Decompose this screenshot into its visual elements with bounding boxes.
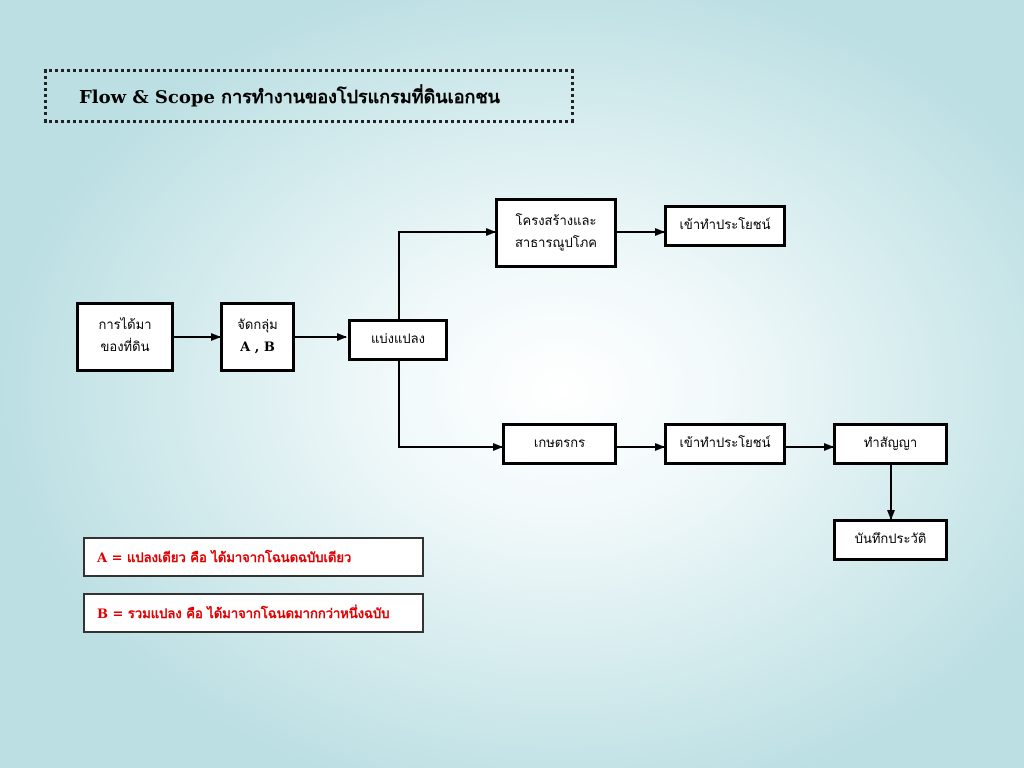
node-farmer: เกษตรกร [502,423,617,465]
node-land-acquisition-line2: ของที่ดิน [100,340,150,355]
node-grouping-line2: A , B [240,340,275,355]
node-subdivide-label: แบ่งแปลง [371,332,425,347]
node-contract-label: ทำสัญญา [863,436,918,451]
node-subdivide: แบ่งแปลง [348,319,448,361]
node-land-acquisition-line1: การได้มา [98,318,152,333]
diagram-title: Flow & Scope การทำงานของโปรแกรมที่ดินเอก… [44,69,574,123]
node-record-history: บันทึกประวัติ [833,519,948,561]
legend-note-a: A = แปลงเดียว คือ ได้มาจากโฉนดฉบับเดียว [83,537,424,577]
node-farmer-label: เกษตรกร [533,436,586,451]
node-land-acquisition: การได้มา ของที่ดิน [76,302,174,372]
node-grouping-line1: จัดกลุ่ม [237,318,278,333]
legend-note-a-text: A = แปลงเดียว คือ ได้มาจากโฉนดฉบับเดียว [97,550,352,566]
node-contract: ทำสัญญา [833,423,948,465]
node-grouping: จัดกลุ่ม A , B [220,302,295,372]
node-benefit-bottom-label: เข้าทำประโยชน์ [679,436,771,451]
edge-subdivide-farmer [398,361,503,451]
node-infrastructure: โครงสร้างและ สาธารณูปโภค [495,198,617,268]
legend-note-b: B = รวมแปลง คือ ได้มาจากโฉนดมากกว่าหนึ่ง… [83,593,424,633]
node-benefit-top-label: เข้าทำประโยชน์ [679,218,771,233]
legend-note-b-text: B = รวมแปลง คือ ได้มาจากโฉนดมากกว่าหนึ่ง… [97,606,390,622]
node-infrastructure-line2: สาธารณูปโภค [514,236,597,251]
node-infrastructure-line1: โครงสร้างและ [515,214,597,229]
node-record-history-label: บันทึกประวัติ [854,532,927,547]
node-benefit-bottom: เข้าทำประโยชน์ [664,423,786,465]
node-benefit-top: เข้าทำประโยชน์ [664,205,786,247]
diagram-title-text: Flow & Scope การทำงานของโปรแกรมที่ดินเอก… [79,86,500,108]
edge-subdivide-infrastructure [398,228,496,319]
